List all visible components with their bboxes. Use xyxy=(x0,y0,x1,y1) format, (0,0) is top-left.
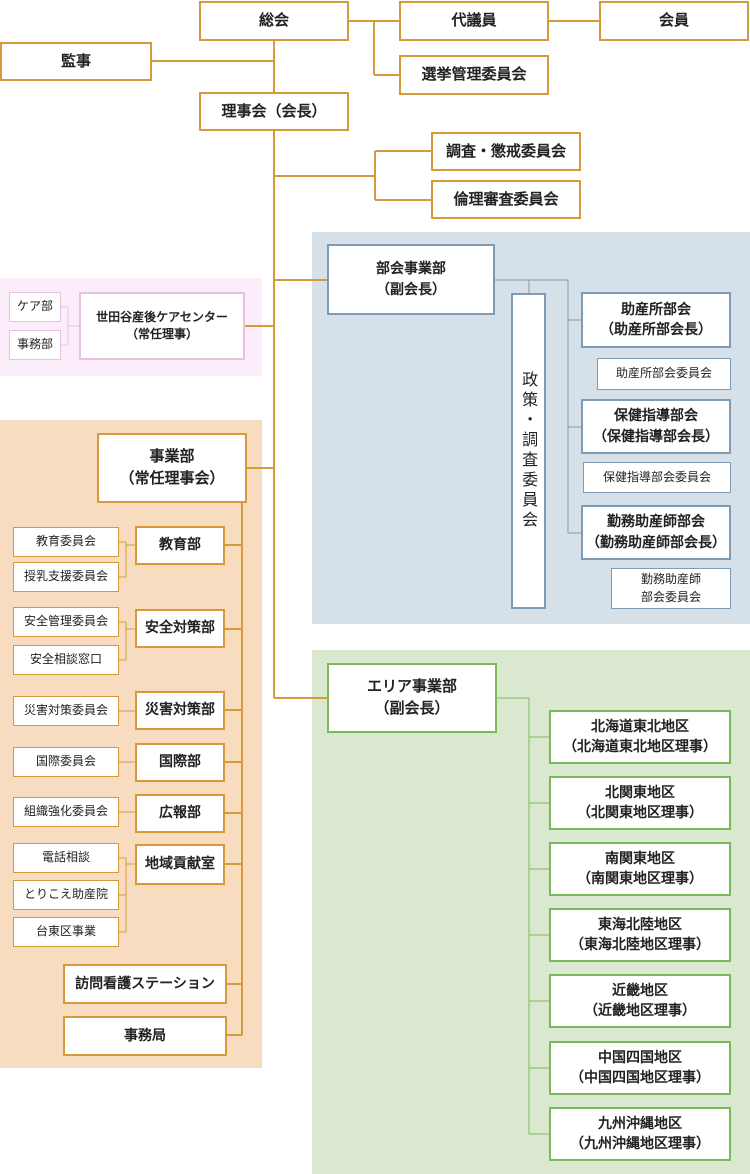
node-kouhou: 広報部 xyxy=(135,794,225,833)
node-junyu: 授乳支援委員会 xyxy=(13,562,119,592)
node-jimu-bu: 事務部 xyxy=(9,330,61,360)
node-anzen-soudan: 安全相談窓口 xyxy=(13,645,119,675)
node-anzen: 安全対策部 xyxy=(135,609,225,648)
node-jigyo: 事業部 （常任理事会） xyxy=(97,433,247,503)
node-kinmu-iin: 勤務助産師 部会委員会 xyxy=(611,568,731,609)
node-area: エリア事業部 （副会長） xyxy=(327,663,497,733)
node-setagaya: 世田谷産後ケアセンター （常任理事） xyxy=(79,292,245,360)
node-chiiki: 地域貢献室 xyxy=(135,844,225,885)
node-chousa-choukai: 調査・懲戒委員会 xyxy=(431,132,581,171)
node-kaiin: 会員 xyxy=(599,1,749,41)
node-kokusai: 国際部 xyxy=(135,743,225,782)
node-minamikanto: 南関東地区 （南関東地区理事） xyxy=(549,842,731,896)
node-saigai: 災害対策部 xyxy=(135,691,225,730)
node-saigai-iin: 災害対策委員会 xyxy=(13,696,119,726)
node-kinmu: 勤務助産師部会 （勤務助産師部会長） xyxy=(581,505,731,560)
node-jimukyoku: 事務局 xyxy=(63,1016,227,1056)
node-torikoe: とりこえ助産院 xyxy=(13,880,119,910)
node-care-bu: ケア部 xyxy=(9,292,61,322)
node-hoken-iin: 保健指導部会委員会 xyxy=(583,462,731,493)
node-denwa: 電話相談 xyxy=(13,843,119,873)
node-rijikai: 理事会（会長） xyxy=(199,92,349,131)
node-josansho: 助産所部会 （助産所部会長） xyxy=(581,292,731,348)
node-josansho-iin: 助産所部会委員会 xyxy=(597,358,731,390)
node-kinki: 近畿地区 （近畿地区理事） xyxy=(549,974,731,1028)
node-houmon: 訪問看護ステーション xyxy=(63,964,227,1004)
node-kyushu: 九州沖縄地区 （九州沖縄地区理事） xyxy=(549,1107,731,1161)
node-soukai: 総会 xyxy=(199,1,349,41)
node-soshiki: 組織強化委員会 xyxy=(13,797,119,827)
node-rinri: 倫理審査委員会 xyxy=(431,180,581,219)
node-kyoiku-iin: 教育委員会 xyxy=(13,527,119,557)
node-kyoiku: 教育部 xyxy=(135,526,225,565)
node-tokai: 東海北陸地区 （東海北陸地区理事） xyxy=(549,908,731,962)
node-hokkaido: 北海道東北地区 （北海道東北地区理事） xyxy=(549,710,731,764)
node-kanji: 監事 xyxy=(0,42,152,81)
node-kitakanto: 北関東地区 （北関東地区理事） xyxy=(549,776,731,830)
node-hoken: 保健指導部会 （保健指導部会長） xyxy=(581,399,731,454)
node-seisaku: 政策・調査委員会 xyxy=(511,293,546,609)
node-anzen-kanri: 安全管理委員会 xyxy=(13,607,119,637)
node-taito: 台東区事業 xyxy=(13,917,119,947)
node-kokusai-iin: 国際委員会 xyxy=(13,747,119,777)
node-bukai: 部会事業部 （副会長） xyxy=(327,244,495,315)
node-daigiin: 代議員 xyxy=(399,1,549,41)
node-senkyo: 選挙管理委員会 xyxy=(399,55,549,95)
node-chugoku: 中国四国地区 （中国四国地区理事） xyxy=(549,1041,731,1095)
